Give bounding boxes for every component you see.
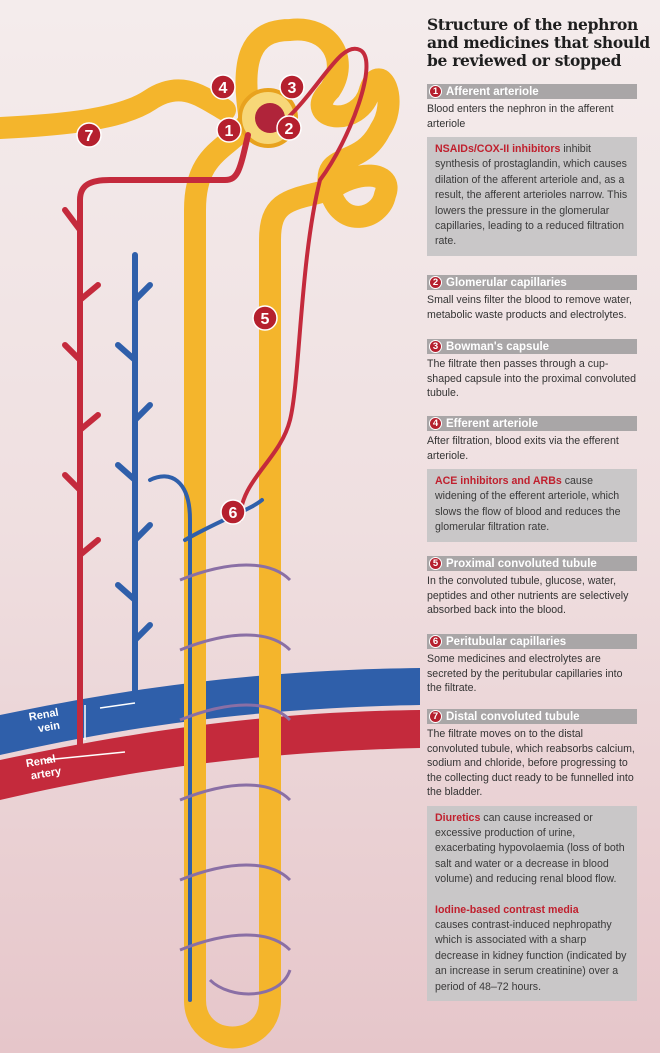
note-text: cause widening of the efferent arteriole…: [435, 475, 621, 534]
number-badge: 2: [429, 276, 442, 289]
marker-5: 5: [252, 305, 278, 331]
section-efferent-arteriole: 4 Efferent arteriole After filtration, bl…: [427, 416, 637, 542]
section-bowmans-capsule: 3 Bowman's capsule The filtrate then pass…: [427, 339, 637, 401]
drug-name: ACE inhibitors and ARBs: [435, 475, 562, 487]
section-heading: 6 Peritubular capillaries: [427, 634, 637, 649]
marker-7: 7: [76, 122, 102, 148]
section-text: The filtrate then passes through a cup-s…: [427, 358, 637, 399]
tubule: [0, 18, 400, 1049]
section-heading: 5 Proximal convoluted tubule: [427, 556, 637, 571]
marker-1: 1: [216, 117, 242, 143]
section-text: After filtration, blood exits via the ef…: [427, 435, 619, 462]
heading-text: Peritubular capillaries: [446, 635, 567, 648]
section-text: In the convoluted tubule, glucose, water…: [427, 575, 629, 616]
section-distal-convoluted-tubule: 7 Distal convoluted tubule The filtrate m…: [427, 709, 637, 1001]
marker-4: 4: [210, 74, 236, 100]
marker-3: 3: [279, 74, 305, 100]
marker-2: 2: [276, 115, 302, 141]
number-badge: 5: [429, 557, 442, 570]
renal-artery-label: Renal artery: [25, 753, 63, 782]
heading-text: Proximal convoluted tubule: [446, 557, 597, 570]
section-text: Small veins filter the blood to remove w…: [427, 294, 632, 321]
number-badge: 3: [429, 340, 442, 353]
svg-text:Renal: Renal: [25, 753, 57, 770]
svg-text:1: 1: [225, 123, 234, 140]
number-badge: 7: [429, 710, 442, 723]
section-heading: 3 Bowman's capsule: [427, 339, 637, 354]
section-peritubular-capillaries: 6 Peritubular capillaries Some medicines …: [427, 634, 637, 696]
section-text: Some medicines and electrolytes are secr…: [427, 653, 623, 694]
svg-text:3: 3: [288, 80, 297, 97]
page-title: Structure of the nephron and medicines t…: [427, 15, 650, 70]
heading-text: Glomerular capillaries: [446, 276, 567, 289]
svg-text:6: 6: [229, 505, 238, 522]
section-glomerular-capillaries: 2 Glomerular capillaries Small veins filt…: [427, 275, 637, 322]
note-text: inhibit synthesis of prostaglandin, whic…: [435, 143, 628, 248]
heading-text: Efferent arteriole: [446, 417, 539, 430]
heading-text: Distal convoluted tubule: [446, 710, 580, 723]
section-heading: 2 Glomerular capillaries: [427, 275, 637, 290]
note-text: causes contrast-induced nephropathy whic…: [435, 918, 627, 993]
section-heading: 4 Efferent arteriole: [427, 416, 637, 431]
section-heading: 1 Afferent arteriole: [427, 84, 637, 99]
section-afferent-arteriole: 1 Afferent arteriole Blood enters the nep…: [427, 84, 637, 256]
number-badge: 6: [429, 635, 442, 648]
nephron-diagram: 1 2 3 4 5 6 7 Renal vein Renal artery: [0, 18, 420, 1049]
section-heading: 7 Distal convoluted tubule: [427, 709, 637, 724]
medicine-note: Diuretics can cause increased or excessi…: [427, 805, 637, 1001]
renal-vein-label: Renal vein: [28, 707, 61, 736]
arteries: [62, 46, 369, 753]
medicine-note: ACE inhibitors and ARBs cause widening o…: [427, 469, 637, 542]
section-text: Blood enters the nephron in the afferent…: [427, 103, 614, 130]
flow-arrows: [44, 702, 136, 761]
number-badge: 1: [429, 85, 442, 98]
section-proximal-convoluted-tubule: 5 Proximal convoluted tubule In the convo…: [427, 556, 637, 618]
heading-text: Bowman's capsule: [446, 340, 550, 353]
svg-text:vein: vein: [37, 720, 61, 736]
section-text: The filtrate moves on to the distal conv…: [427, 728, 635, 798]
svg-text:artery: artery: [30, 765, 63, 782]
drug-name: NSAIDs/COX-II inhibitors: [435, 143, 561, 155]
number-markers: 1 2 3 4 5 6 7: [76, 74, 305, 525]
svg-text:7: 7: [85, 128, 94, 145]
svg-text:5: 5: [261, 311, 270, 328]
heading-text: Afferent arteriole: [446, 85, 539, 98]
peritubular-capillaries: [179, 563, 292, 996]
marker-6: 6: [220, 499, 246, 525]
svg-text:Renal: Renal: [28, 707, 60, 724]
medicine-note: NSAIDs/COX-II inhibitors inhibit synthes…: [427, 137, 637, 256]
number-badge: 4: [429, 417, 442, 430]
drug-name: Diuretics: [435, 811, 481, 824]
note-text: can cause increased or excessive product…: [435, 811, 625, 886]
renal-vessels: [0, 668, 420, 800]
svg-text:2: 2: [285, 121, 294, 138]
svg-text:4: 4: [219, 80, 228, 97]
drug-name: Iodine-based contrast media: [435, 903, 579, 916]
